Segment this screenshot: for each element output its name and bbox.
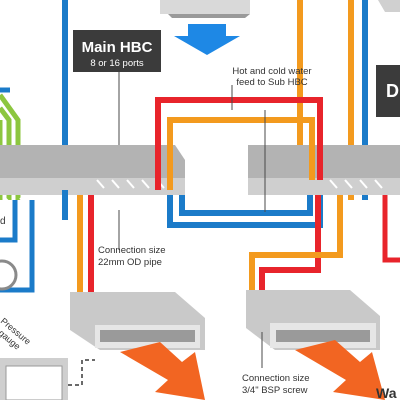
port-nozzle (111, 179, 120, 189)
right-label-box: D (376, 65, 400, 117)
blue-pipe-left-lower-return (0, 200, 35, 293)
feed-loops (155, 97, 323, 228)
orange-feed-loop (167, 117, 315, 190)
top-unit-right (378, 0, 400, 12)
main-hbc-title: Main HBC (82, 39, 153, 56)
bottom-left-unit (0, 358, 95, 401)
pressure-gauge (0, 259, 18, 291)
port-nozzle (359, 179, 368, 189)
feed-label-line2: feed to Sub HBC (236, 77, 307, 88)
feed-label-line1: Hot and cold water (232, 66, 311, 77)
red-feed-loop (155, 97, 323, 190)
heater-unit-2 (246, 290, 380, 350)
pressure-gauge-dial (0, 259, 18, 291)
orange-flow-arrow-1 (120, 342, 205, 400)
port-nozzle (4, 197, 13, 206)
port-nozzle (329, 179, 338, 189)
port-nozzle (49, 197, 58, 206)
port-nozzle (374, 179, 383, 189)
port-nozzle (96, 179, 105, 189)
main-manifold-front (0, 178, 185, 195)
heater-unit-2-slot (276, 330, 370, 342)
blue-flow-arrow (174, 24, 240, 55)
connection-sub-line1: Connection size (242, 373, 310, 384)
port-nozzles (4, 179, 383, 206)
connection-sub-line2: 3/4" BSP screw (242, 385, 308, 396)
heater-unit-1 (70, 292, 205, 350)
top-unit-left (160, 0, 250, 18)
sub-manifold (248, 145, 400, 195)
red-pipe-right-lower (382, 195, 400, 263)
main-hbc-subtitle: 8 or 16 ports (90, 58, 144, 69)
right-label-box-bg (376, 65, 400, 117)
blue-pipe-left-return (0, 200, 18, 243)
port-nozzle (141, 179, 150, 189)
port-nozzle (344, 179, 353, 189)
port-nozzle (34, 197, 43, 206)
connection-main-line1: Connection size (98, 245, 166, 256)
bottom-right-clipped-label: Wa (376, 385, 397, 400)
top-unit-shadow (168, 14, 250, 18)
orange-flow-arrow-2 (295, 340, 385, 400)
top-unit-body (160, 0, 250, 14)
blue-feed-loop-inner (179, 195, 313, 216)
main-manifold (0, 145, 185, 195)
main-hbc-box-bg (73, 30, 161, 72)
dashed-signal-line (68, 359, 95, 386)
bottom-left-unit-screen (5, 365, 63, 401)
orange-pipe-sub-down (249, 195, 343, 320)
port-nozzle (126, 179, 135, 189)
main-hbc-label-box: Main HBC 8 or 16 ports (73, 30, 161, 72)
port-nozzle (19, 197, 28, 206)
left-clipped-letter: d (0, 216, 6, 227)
heater-unit-1-slot (100, 330, 195, 342)
connection-main-line2: 22mm OD pipe (98, 257, 162, 268)
sub-manifold-front (248, 178, 400, 195)
right-label-box-letter: D (386, 81, 399, 101)
